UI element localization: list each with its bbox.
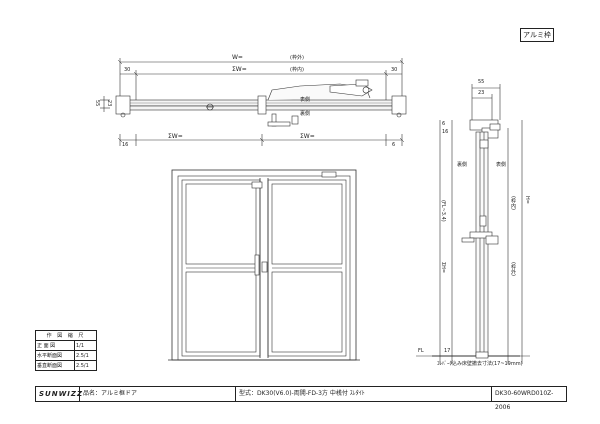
floor-label: FL xyxy=(418,348,424,354)
plan-face-back: 裏側 xyxy=(300,111,311,117)
scale-row-label: 垂直断面図 xyxy=(35,360,75,371)
scale-row-label: 正 面 図 xyxy=(35,340,75,351)
drawing-number: DK30-60WRD010Z-2006 xyxy=(495,390,554,411)
section-height-right-a: (枠内) xyxy=(510,196,516,210)
section-height-lower-left: ΣH= xyxy=(440,262,446,274)
title-block: SUNWIZZ 品名：アルミ框ドア 型式：DK30(V6.0)-両開-FD-3方… xyxy=(35,386,567,411)
scale-row-value: 2.5/1 xyxy=(73,360,98,371)
model-text: DK30(V6.0)-両開-FD-3方 中桟付 ｽﾚﾀｲﾄ xyxy=(257,390,365,397)
floor-value: 17 xyxy=(444,348,451,354)
section-top-left2: 16 xyxy=(442,129,449,135)
section-face-back: 裏側 xyxy=(457,162,468,168)
edge-right-value: 6 xyxy=(392,142,396,148)
section-height-right-c: (枠外) xyxy=(510,262,516,276)
depth-b-value: 23 xyxy=(106,100,112,107)
depth-a-value: 55 xyxy=(94,100,100,107)
plan-view xyxy=(100,58,407,146)
right-offset-value: 30 xyxy=(391,67,398,73)
clear-width-label: ΣW= xyxy=(232,66,247,73)
front-elevation xyxy=(168,169,360,361)
edge-left-value: 16 xyxy=(122,142,129,148)
section-top-a: 55 xyxy=(478,79,485,85)
scale-row-label: 水平断面図 xyxy=(35,350,75,361)
product-label: 品名： xyxy=(83,390,102,397)
product-cell: 品名：アルミ框ドア xyxy=(80,387,236,401)
section-height-upper: (FL~3.4) xyxy=(440,200,446,222)
clear-width-note: (枠内) xyxy=(290,67,304,73)
plan-face-front: 表側 xyxy=(300,97,311,103)
scale-table-header: 作 図 縮 尺 xyxy=(35,330,97,341)
floor-note: ｴﾚﾊﾞｰﾀ込み床壁撤去寸法(17~19mm) xyxy=(437,361,523,367)
model-cell: 型式：DK30(V6.0)-両開-FD-3方 中桟付 ｽﾚﾀｲﾄ xyxy=(236,387,492,401)
section-height-right-b: H= xyxy=(524,196,530,204)
brand-cell: SUNWIZZ xyxy=(36,387,84,401)
drawing-number-cell: DK30-60WRD010Z-2006 xyxy=(492,387,566,411)
overall-width-label: W= xyxy=(232,54,243,61)
section-top-left: 6 xyxy=(442,121,446,127)
scale-row-value: 1/1 xyxy=(73,340,98,351)
material-tag: アルミ枠 xyxy=(520,28,554,42)
model-label: 型式： xyxy=(239,390,258,397)
left-offset-value: 30 xyxy=(124,67,131,73)
product-name: アルミ框ドア xyxy=(101,390,137,397)
brand-logo: SUNWIZZ xyxy=(39,390,84,398)
section-face-front: 表側 xyxy=(496,162,507,168)
scale-row-value: 2.5/1 xyxy=(73,350,98,361)
vertical-section xyxy=(416,84,530,364)
section-top-b: 23 xyxy=(478,90,485,96)
leaf-width-right-label: ΣW= xyxy=(300,133,315,140)
overall-width-note: (枠外) xyxy=(290,55,304,61)
leaf-width-left-label: ΣW= xyxy=(168,133,183,140)
dimension-ticks xyxy=(117,59,405,143)
